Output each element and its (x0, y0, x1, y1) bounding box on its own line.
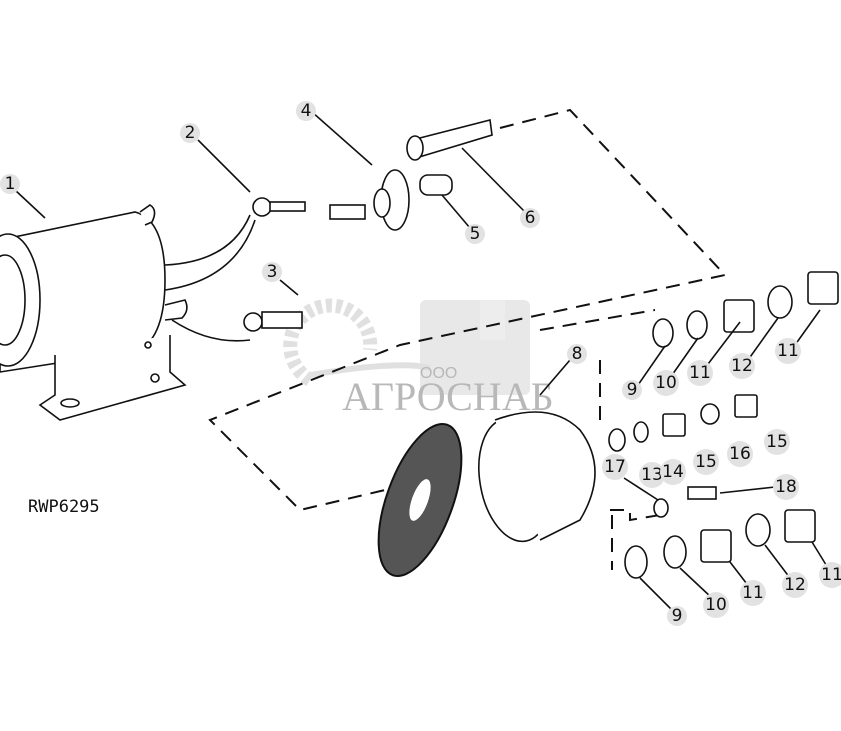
leader-lines (14, 111, 829, 611)
callout-11: 11 (819, 562, 841, 588)
watermark-prefix: ООО (420, 365, 457, 382)
figure-code: RWP6295 (28, 497, 100, 517)
callout-circle (819, 562, 841, 588)
callout-16: 16 (727, 441, 753, 467)
callout-3: 3 (262, 262, 282, 282)
callout-14: 14 (660, 459, 686, 485)
callout-label: 5 (470, 224, 481, 244)
callout-circle (667, 606, 687, 626)
callout-label: 15 (695, 452, 717, 472)
callout-circle (687, 360, 713, 386)
callout-8: 8 (567, 344, 587, 364)
callout-circle (296, 101, 316, 121)
callout-label: 13 (641, 465, 663, 485)
callout-label: 10 (705, 595, 727, 615)
callout-circle (693, 449, 719, 475)
callout-10: 10 (653, 370, 679, 396)
terminal-screw-3 (243, 311, 303, 332)
solenoid-body (0, 204, 188, 421)
callout-label: 11 (742, 583, 764, 603)
watermark-name: АГРОСНАБ (342, 374, 554, 419)
callout-circle (653, 370, 679, 396)
callout-circle (729, 353, 755, 379)
callout-15: 15 (764, 429, 790, 455)
callout-label: 9 (672, 606, 683, 626)
callout-circle (782, 572, 808, 598)
callout-circle (773, 474, 799, 500)
callout-label: 18 (775, 477, 797, 497)
callout-circle (775, 338, 801, 364)
callout-circle (660, 459, 686, 485)
callout-circle (180, 123, 200, 143)
gasket (377, 422, 463, 578)
callout-label: 8 (572, 344, 583, 364)
callout-label: 6 (525, 208, 536, 228)
callout-label: 15 (766, 432, 788, 452)
callout-label: 11 (777, 341, 799, 361)
callout-circle (567, 344, 587, 364)
spring-5 (419, 174, 453, 196)
adjusting-screw-6 (406, 119, 493, 161)
callout-label: 4 (301, 101, 312, 121)
callout-circle (703, 592, 729, 618)
callout-circle (0, 174, 20, 194)
callout-1: 1 (0, 174, 20, 194)
callout-label: 10 (655, 373, 677, 393)
callout-label: 2 (185, 123, 196, 143)
callout-2: 2 (180, 123, 200, 143)
callout-label: 3 (267, 262, 278, 282)
callout-label: 9 (627, 380, 638, 400)
callout-11: 11 (775, 338, 801, 364)
callout-17: 17 (602, 454, 628, 480)
callout-circle (465, 224, 485, 244)
callout-circle (639, 462, 665, 488)
callout-circle (740, 580, 766, 606)
callout-circle (727, 441, 753, 467)
callout-11: 11 (740, 580, 766, 606)
callout-11: 11 (687, 360, 713, 386)
hardware-set (608, 271, 839, 579)
watermark-logo (283, 298, 530, 395)
contact-disc-4 (329, 169, 410, 231)
callout-label: 12 (784, 575, 806, 595)
callout-label: 11 (821, 565, 841, 585)
callout-label: 1 (5, 174, 16, 194)
callout-5: 5 (465, 224, 485, 244)
callout-circle (622, 380, 642, 400)
callout-6: 6 (520, 208, 540, 228)
callout-circle (602, 454, 628, 480)
callout-4: 4 (296, 101, 316, 121)
callout-15: 15 (693, 449, 719, 475)
callout-12: 12 (782, 572, 808, 598)
callout-label: 16 (729, 444, 751, 464)
callout-label: 17 (604, 457, 626, 477)
callout-label: 11 (689, 363, 711, 383)
callout-12: 12 (729, 353, 755, 379)
callout-18: 18 (773, 474, 799, 500)
terminal-screw-2 (252, 197, 306, 217)
callout-circle (262, 262, 282, 282)
callout-circle (764, 429, 790, 455)
callout-label: 12 (731, 356, 753, 376)
callout-13: 13 (639, 462, 665, 488)
callout-9: 9 (667, 606, 687, 626)
callout-10: 10 (703, 592, 729, 618)
callout-circle (520, 208, 540, 228)
cover-8 (478, 411, 596, 543)
callout-9: 9 (622, 380, 642, 400)
callout-label: 14 (662, 462, 684, 482)
